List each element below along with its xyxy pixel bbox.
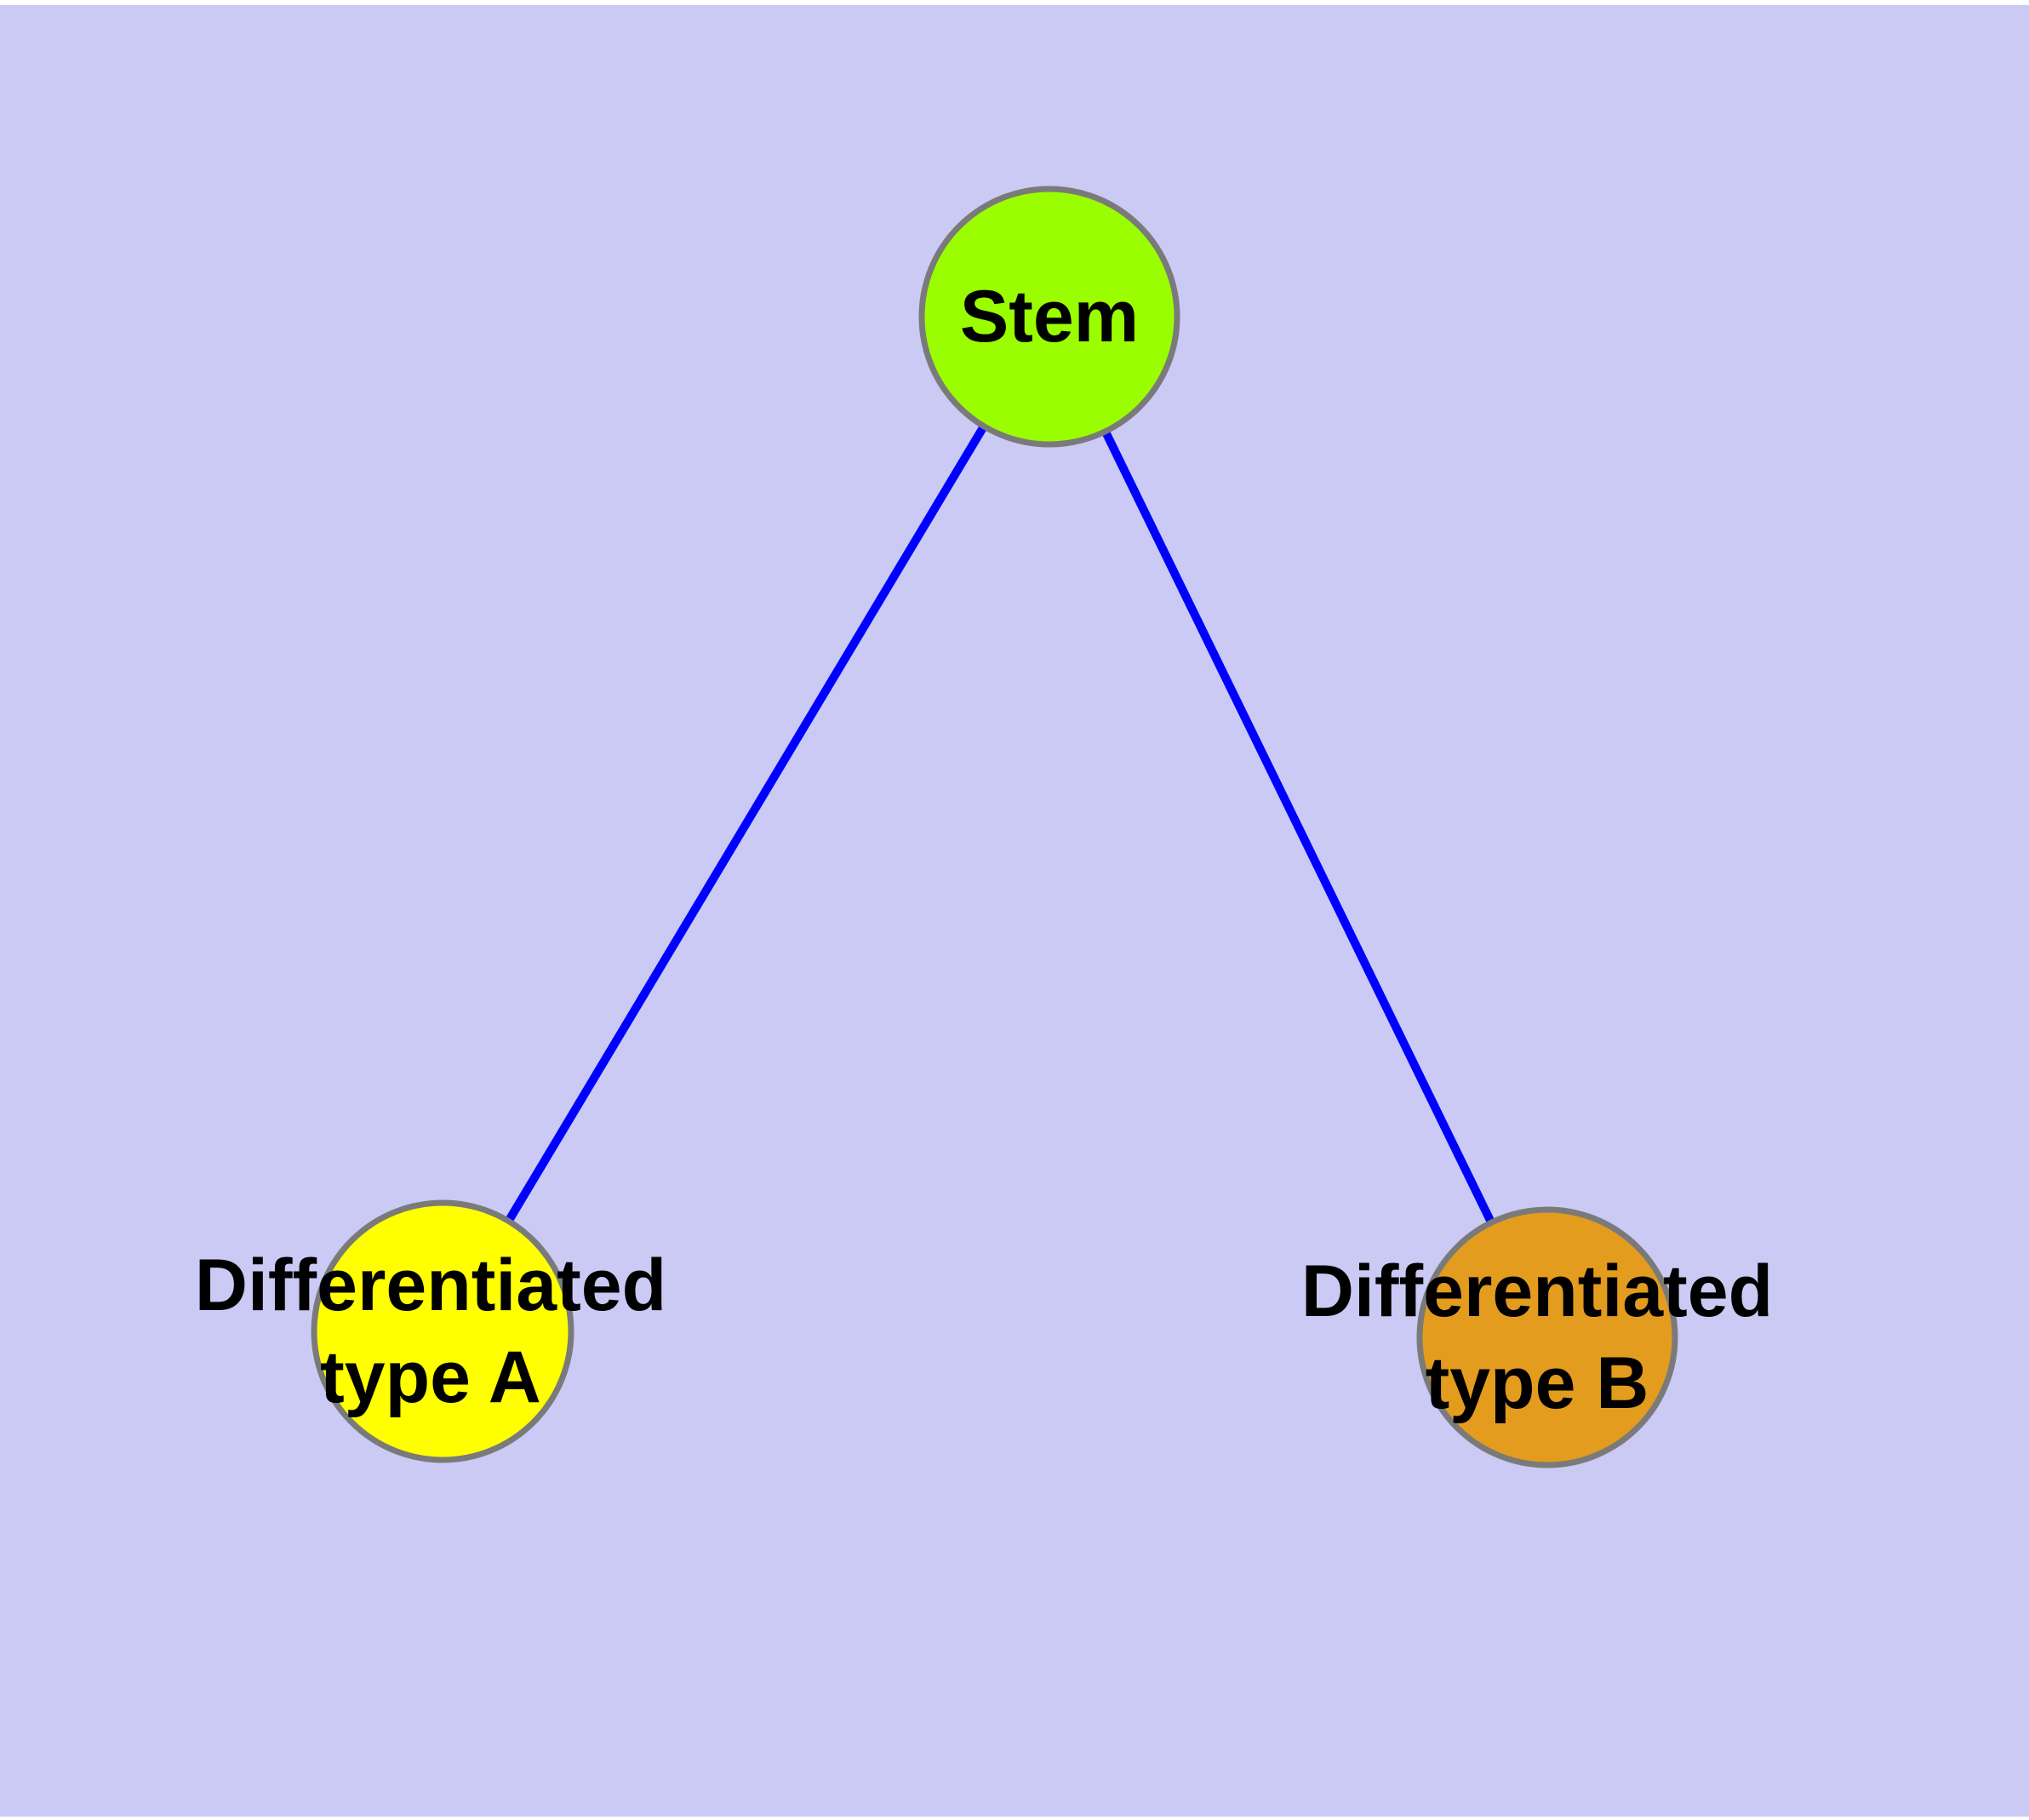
node-stem-label: Stem: [960, 276, 1139, 358]
top-margin-strip: [0, 0, 2029, 5]
node-type-b-circle: [1416, 1206, 1678, 1468]
node-stem-circle: [918, 186, 1180, 448]
bottom-margin-strip: [0, 1817, 2029, 1820]
edge-stem-to-type-b: [1045, 314, 1552, 1340]
edge-stem-to-type-a: [438, 314, 1054, 1334]
node-type-a-label-line1: Differentiated: [195, 1245, 666, 1326]
node-type-b-label-line2: type B: [1426, 1342, 1649, 1424]
node-type-a-label-line2: type A: [320, 1336, 541, 1418]
node-type-b-label-line1: Differentiated: [1301, 1251, 1773, 1332]
node-type-a-circle: [311, 1199, 574, 1463]
